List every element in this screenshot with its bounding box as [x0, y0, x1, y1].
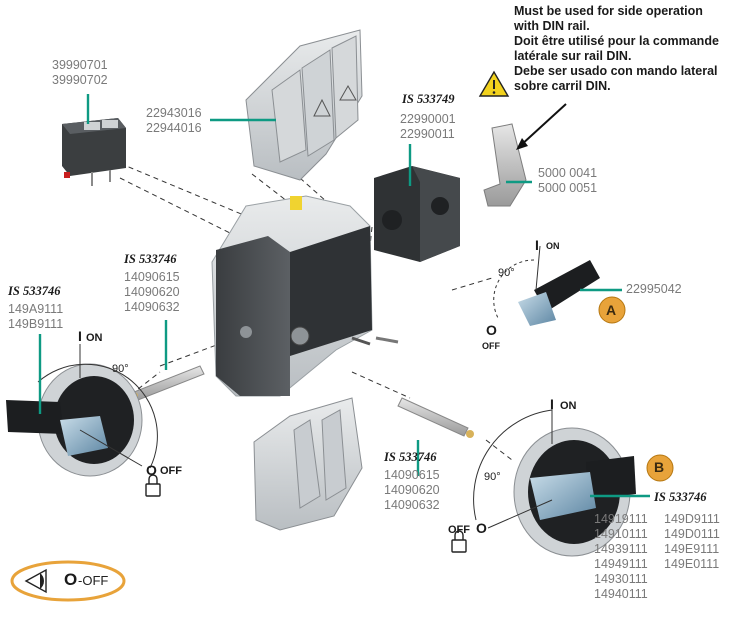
legend-label: -OFF	[78, 573, 109, 588]
right-on-mark: I	[550, 396, 554, 412]
side-operation-warning: Must be used for side operation with DIN…	[514, 4, 719, 93]
left-angle: 90°	[112, 363, 129, 375]
rotary-handle-left	[6, 344, 158, 477]
badge-a-label: A	[606, 302, 617, 318]
auxiliary-contact-module	[62, 118, 126, 186]
side-operating-handle	[493, 245, 600, 326]
right-off-mark: O	[476, 520, 487, 536]
warning-triangle-icon	[478, 70, 510, 97]
terminal-cover-codes: 22943016 22944016	[146, 106, 202, 135]
shaft-bottom-ref: IS 533746	[384, 450, 437, 464]
din-bracket-codes: 5000 0041 5000 0051	[538, 166, 598, 195]
auxiliary-block	[374, 166, 460, 262]
left-off-mark: O	[146, 462, 157, 478]
side-off-mark: O	[486, 322, 497, 338]
shaft-top-ref: IS 533746	[124, 252, 177, 266]
padlock-icon-right	[451, 530, 467, 553]
aux-block-codes: 22990001 22990011	[400, 112, 456, 141]
right-on-label: ON	[560, 400, 577, 412]
side-off-label: OFF	[482, 341, 500, 351]
left-off-label: OFF	[160, 465, 182, 477]
right-handle-codes-left: 14919111 14910111 14939111 14949111 1493…	[594, 512, 648, 601]
terminal-shroud-top	[245, 29, 363, 181]
extension-shaft-top	[130, 365, 205, 401]
shaft-bottom-codes: 14090615 14090620 14090632	[384, 468, 440, 512]
side-handle-code: 22995042	[626, 282, 682, 296]
side-on-mark: I	[535, 237, 539, 253]
shaft-top-codes: 14090615 14090620 14090632	[124, 270, 180, 314]
legend-mark: O	[64, 570, 78, 589]
terminal-shroud-bottom	[253, 397, 363, 531]
padlock-icon-left	[145, 474, 161, 497]
badge-a	[598, 296, 626, 324]
aux-block-ref: IS 533749	[402, 92, 455, 106]
badge-b	[646, 454, 674, 482]
right-handle-codes-right: 149D9111 149D0111 149E9111 149E0111	[664, 512, 720, 571]
badge-b-label: B	[654, 459, 665, 475]
side-angle: 90°	[498, 267, 515, 279]
legend-oval	[10, 560, 126, 602]
side-on-label: ON	[546, 241, 560, 251]
right-handle-ref: IS 533746	[654, 490, 707, 504]
rotary-handle-right	[473, 404, 636, 557]
left-handle-ref: IS 533746	[8, 284, 61, 298]
aux-contact-codes: 39990701 39990702	[52, 58, 108, 87]
right-angle: 90°	[484, 471, 501, 483]
din-rail-bracket	[483, 103, 567, 207]
left-on-label: ON	[86, 332, 103, 344]
left-on-mark: I	[78, 328, 82, 344]
leader-lines	[38, 94, 650, 498]
right-off-label: OFF	[448, 524, 470, 536]
eye-icon	[40, 573, 45, 589]
switch-disconnector-body	[211, 195, 399, 397]
extension-shaft-bottom	[397, 397, 474, 438]
left-handle-codes: 149A9111 149B9111	[8, 302, 64, 331]
